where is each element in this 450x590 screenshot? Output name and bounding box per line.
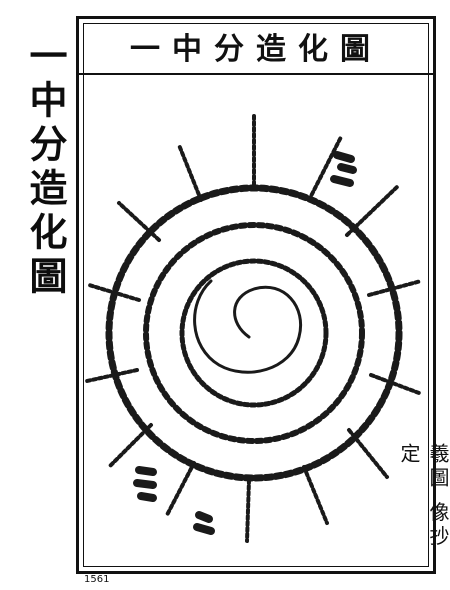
glyph-clusters	[133, 151, 357, 535]
handwritten-side-title: 一中分造化圖	[23, 36, 68, 300]
page-frame: 一中分造化圖	[76, 16, 450, 574]
center-spiral	[193, 279, 302, 374]
page-title: 一中分造化圖	[130, 32, 382, 67]
inner-border	[83, 23, 429, 567]
bottom-right-caption: 羲圖 像抄定	[397, 443, 450, 550]
spiral-diagram	[79, 75, 430, 565]
glyph-ring-inner	[179, 258, 329, 408]
title-band: 一中分造化圖	[79, 19, 433, 75]
glyph-spokes	[85, 113, 423, 543]
glyph-ring-middle	[143, 222, 365, 444]
page-number: 1561	[84, 574, 110, 585]
spiral-diagram-svg	[85, 113, 423, 543]
glyph-ring-outer	[105, 184, 403, 482]
